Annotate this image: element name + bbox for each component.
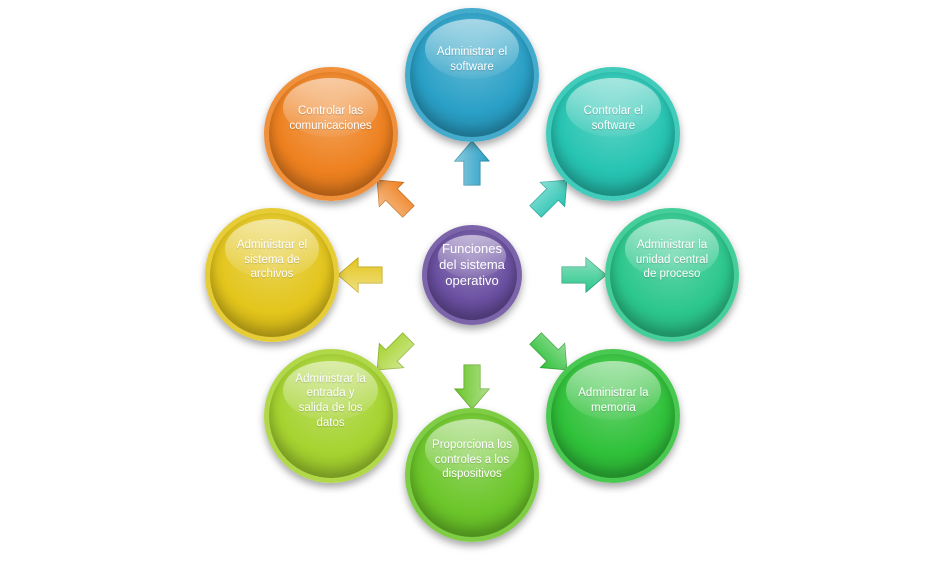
connector-arrow — [376, 332, 415, 371]
node-label: Administrar el sistema de archivos — [236, 238, 308, 281]
node-label: Proporciona los controles a los disposit… — [432, 438, 512, 481]
node-controles-dispositivos: Proporciona los controles a los disposit… — [405, 408, 539, 542]
connector-arrow — [376, 179, 415, 218]
node-controlar-comunicaciones: Controlar las comunicaciones — [263, 66, 398, 201]
node-controlar-software: Controlar el software — [546, 66, 681, 201]
node-administrar-cpu: Administrar la unidad central de proceso — [605, 208, 739, 342]
node-administrar-software: Administrar el software — [405, 8, 539, 142]
node-sistema-archivos: Administrar el sistema de archivos — [205, 208, 339, 342]
connector-arrow — [529, 179, 568, 218]
node-entrada-salida-datos: Administrar la entrada y salida de los d… — [263, 349, 398, 484]
node-label: Controlar el software — [583, 104, 644, 132]
node-administrar-memoria: Administrar la memoria — [546, 349, 681, 484]
center-node: Funciones del sistema operativo — [422, 225, 522, 325]
node-label: Administrar la memoria — [578, 387, 649, 415]
connector-arrow — [529, 332, 568, 371]
connector-arrow — [453, 140, 491, 186]
node-label: Administrar el software — [436, 46, 508, 73]
connector-arrow — [337, 256, 383, 294]
connector-arrow — [453, 364, 491, 410]
center-node-label: Funciones del sistema operativo — [439, 240, 505, 289]
node-label: Administrar la entrada y salida de los d… — [295, 372, 366, 430]
node-label: Administrar la unidad central de proceso — [635, 238, 709, 281]
connector-arrow — [561, 256, 607, 294]
node-label: Controlar las comunicaciones — [289, 104, 372, 132]
